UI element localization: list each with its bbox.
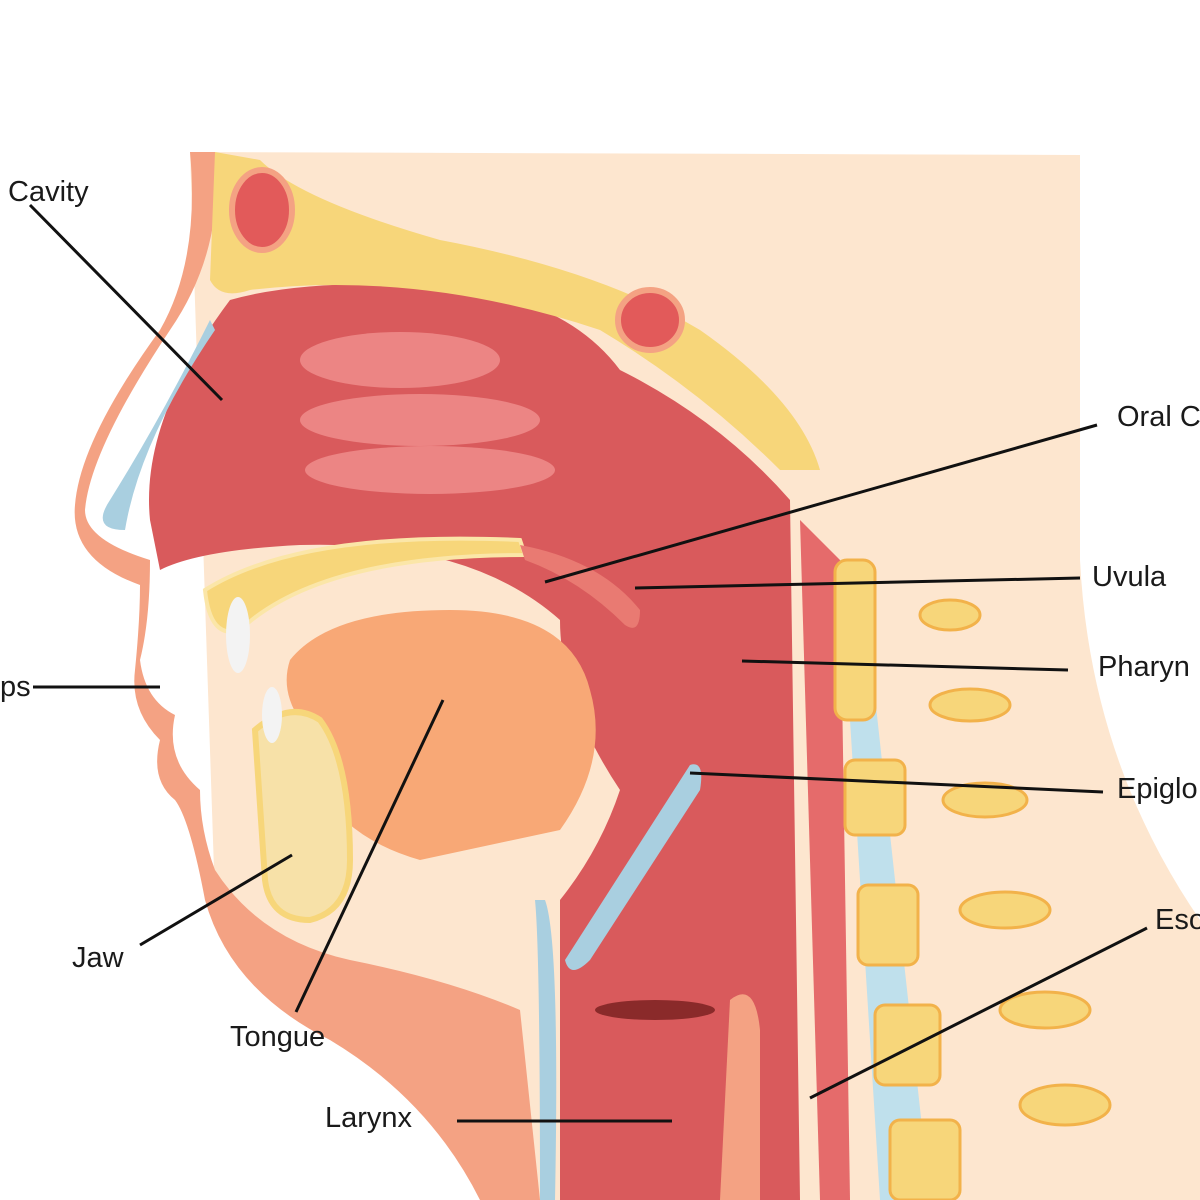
vertebra xyxy=(843,758,907,837)
jaw-bone xyxy=(251,709,354,924)
vertebra xyxy=(873,1003,942,1087)
spinous-process xyxy=(1018,1083,1112,1127)
upper-tooth xyxy=(226,597,250,673)
label-pharynx: Pharyn xyxy=(1098,651,1190,683)
tongue-shape xyxy=(286,610,596,860)
nasal-cavity-region xyxy=(149,284,800,1200)
lower-tooth xyxy=(262,687,282,743)
frontal-sinus xyxy=(229,167,295,253)
nasal-cartilage xyxy=(102,320,215,530)
label-nasal-cavity: Cavity xyxy=(8,176,89,208)
leader-line-pharynx xyxy=(741,659,1069,672)
label-tongue: Tongue xyxy=(230,1021,326,1053)
leader-line-epiglottis xyxy=(689,771,1104,794)
leader-line-esophagus xyxy=(809,926,1148,1100)
leader-line-tongue xyxy=(294,699,445,1013)
spinous-process xyxy=(941,781,1029,819)
leader-line-oral-cavity xyxy=(544,423,1098,584)
leader-line-jaw xyxy=(139,853,293,947)
sphenoid-sinus xyxy=(615,287,685,353)
label-larynx: Larynx xyxy=(325,1102,413,1134)
vocal-fold xyxy=(595,1000,715,1020)
label-epiglottis: Epiglo xyxy=(1117,773,1198,805)
epiglottis-cartilage xyxy=(565,764,702,970)
leader-line-nasal-cavity xyxy=(28,203,224,402)
leader-lines xyxy=(28,203,1148,1123)
label-esophagus: Eso xyxy=(1155,904,1200,936)
spinous-process xyxy=(998,990,1092,1030)
soft-palate xyxy=(520,545,640,628)
skull-bone xyxy=(210,152,820,470)
vertebra xyxy=(856,883,920,967)
larynx-cartilage xyxy=(535,900,557,1200)
label-jaw: Jaw xyxy=(72,942,124,974)
spinous-process xyxy=(918,598,982,632)
label-oral-cavity: Oral C xyxy=(1117,401,1200,433)
turbinate-upper xyxy=(300,332,500,388)
larynx-cartilage-rear xyxy=(720,994,760,1200)
vertebra xyxy=(888,1118,962,1200)
turbinate-middle xyxy=(300,394,540,446)
vertebrae xyxy=(833,558,1112,1200)
leader-line-uvula xyxy=(634,576,1081,590)
turbinate-lower xyxy=(305,446,555,494)
spinous-process xyxy=(958,890,1052,930)
label-lips: ps xyxy=(0,671,31,703)
spinous-process xyxy=(928,687,1012,723)
vertebra xyxy=(833,558,877,722)
label-uvula: Uvula xyxy=(1092,561,1167,593)
